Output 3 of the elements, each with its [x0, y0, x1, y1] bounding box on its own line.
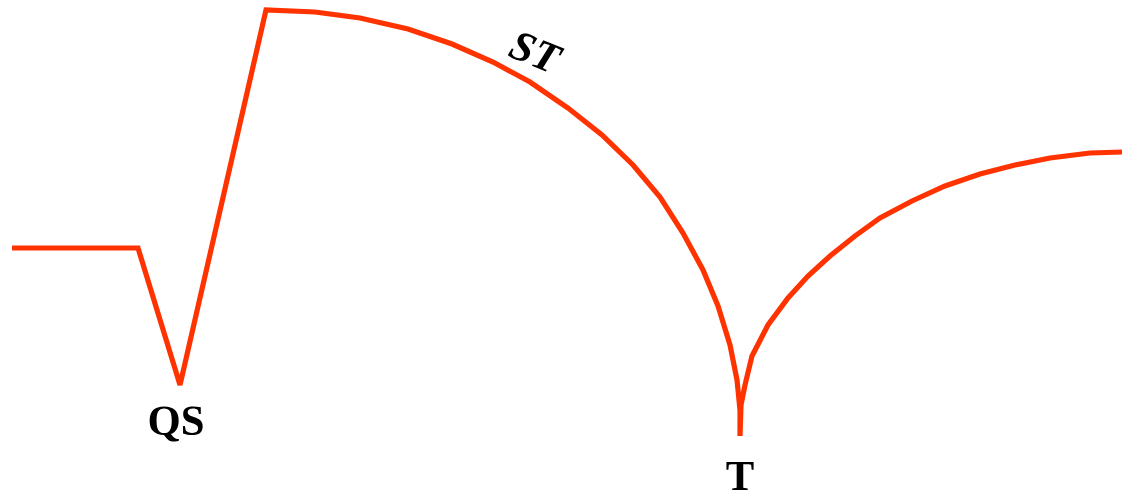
wave-label: ST: [507, 33, 565, 72]
wave-label: T: [726, 462, 754, 490]
wave-label: QS: [149, 406, 203, 442]
